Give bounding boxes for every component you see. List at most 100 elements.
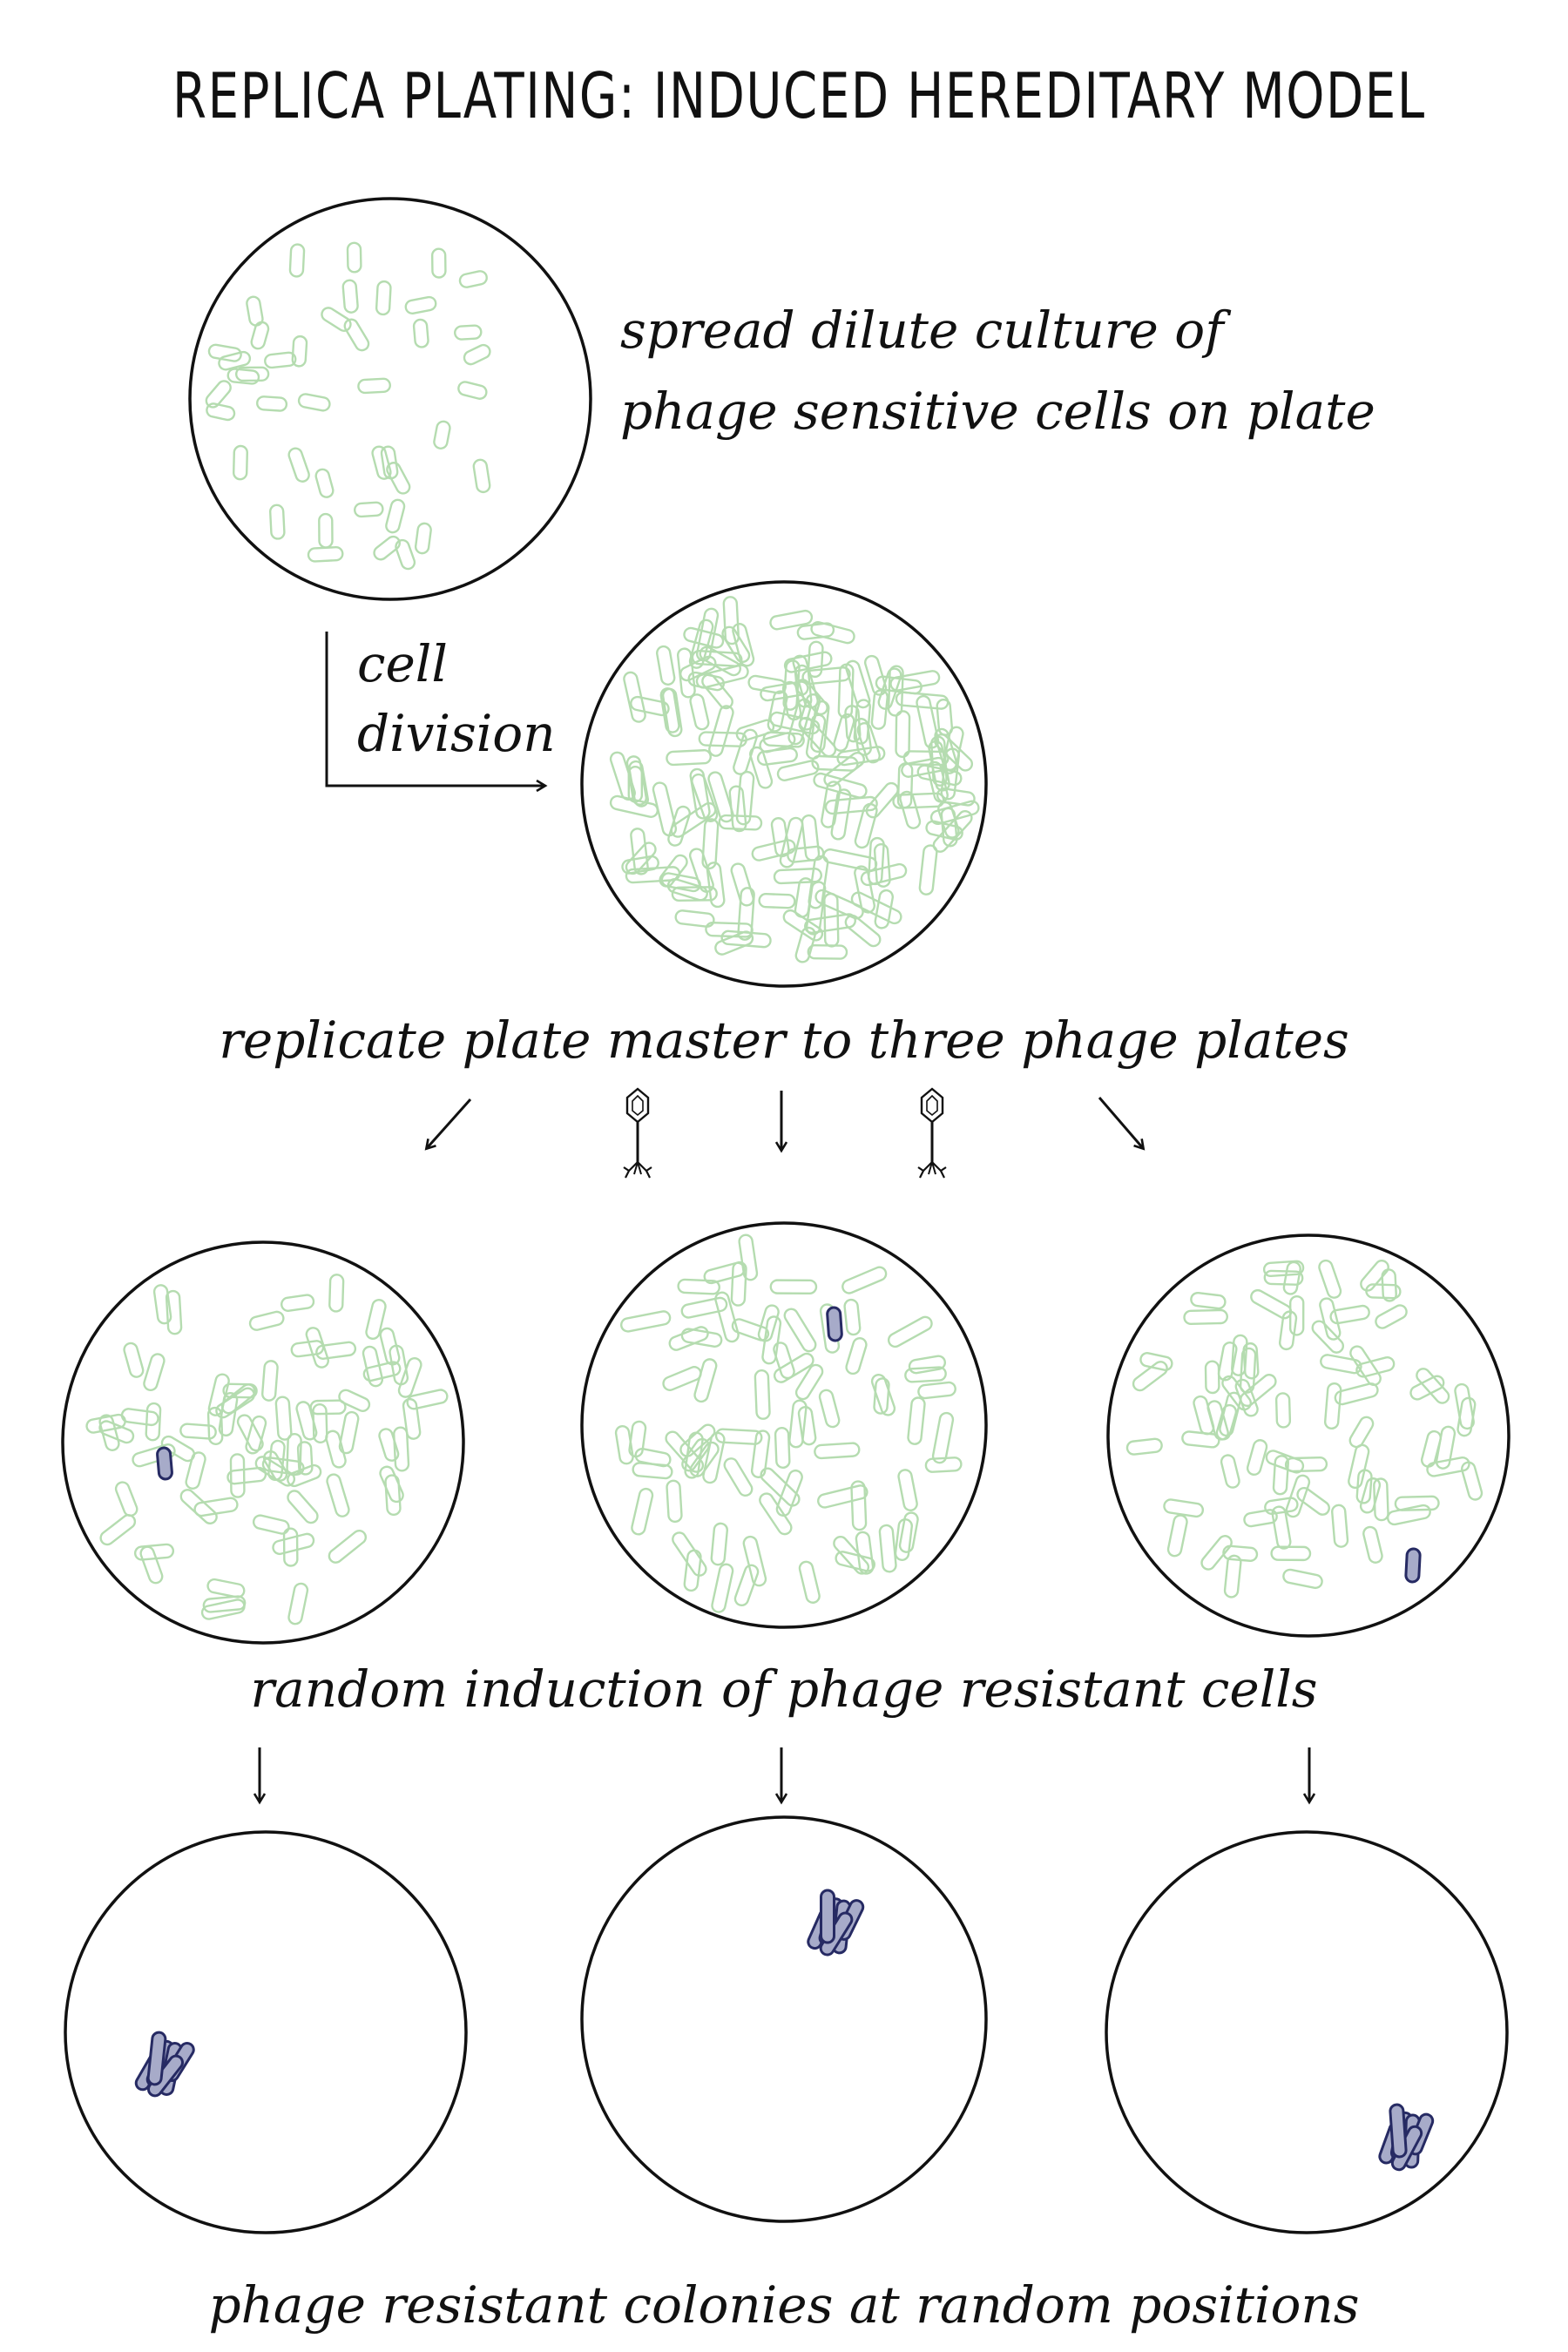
sensitive-cell: [1409, 1375, 1445, 1401]
sensitive-cell: [760, 1467, 801, 1507]
sensitive-cell: [757, 1304, 780, 1342]
sensitive-cell: [908, 1355, 947, 1375]
sensitive-cell: [818, 1389, 841, 1429]
sensitive-cell: [179, 1423, 217, 1440]
sensitive-cell: [807, 640, 824, 679]
sensitive-cell: [1190, 1291, 1227, 1310]
sensitive-cell: [1265, 1450, 1305, 1474]
sensitive-cell: [1454, 1382, 1475, 1430]
sensitive-cell: [1231, 1334, 1248, 1376]
sensitive-cell: [767, 690, 788, 733]
sensitive-cell: [389, 1344, 409, 1386]
sensitive-cell: [404, 295, 437, 314]
sensitive-cell: [280, 1294, 315, 1312]
sensitive-cell: [895, 691, 950, 710]
sensitive-cell: [218, 1392, 239, 1436]
sensitive-cell: [412, 318, 429, 348]
sensitive-cell: [762, 731, 805, 748]
sensitive-cell: [1215, 1403, 1238, 1441]
sensitive-cell: [691, 773, 719, 823]
sensitive-cell: [674, 909, 715, 928]
sensitive-cell: [833, 1536, 870, 1575]
sensitive-cell: [346, 241, 362, 274]
sensitive-cell: [723, 1457, 754, 1497]
sensitive-cell: [1219, 1391, 1242, 1437]
sensitive-cell: [730, 1260, 747, 1307]
sensitive-cell: [666, 877, 708, 902]
sensitive-cell: [1221, 1375, 1252, 1411]
sensitive-cell: [787, 698, 812, 746]
sensitive-cell: [683, 1549, 702, 1592]
sensitive-cell: [747, 674, 787, 694]
sensitive-cell: [463, 343, 491, 366]
sensitive-cell: [202, 1595, 247, 1613]
sensitive-cell: [625, 841, 657, 875]
resistant-cell: [1404, 1547, 1422, 1584]
sensitive-cell: [287, 1582, 309, 1625]
sensitive-cell: [853, 699, 871, 745]
sensitive-cell: [680, 1328, 723, 1348]
sensitive-cell: [706, 862, 726, 909]
sensitive-cell: [868, 836, 885, 886]
sensitive-cell: [699, 645, 741, 677]
sensitive-cell: [821, 781, 841, 828]
sensitive-cell: [256, 395, 288, 412]
sensitive-cell: [898, 1511, 919, 1553]
sensitive-cell: [1270, 1545, 1312, 1562]
sensitive-cell: [120, 1408, 159, 1427]
sensitive-cell: [805, 881, 827, 936]
sensitive-cell: [735, 770, 755, 826]
sensitive-cell: [728, 785, 747, 833]
sensitive-cell: [1319, 1297, 1342, 1341]
sensitive-cell: [801, 666, 851, 686]
sensitive-cell: [1362, 1525, 1383, 1564]
sensitive-cell: [321, 307, 352, 332]
sensitive-cell: [811, 754, 859, 772]
sensitive-cell: [679, 1423, 716, 1457]
sensitive-cell: [689, 1441, 720, 1477]
sensitive-cell: [123, 1342, 145, 1378]
sensitive-cell: [775, 1469, 803, 1517]
sensitive-cell: [671, 886, 718, 902]
sensitive-cell: [850, 1480, 868, 1531]
sensitive-cell: [769, 1279, 818, 1294]
sensitive-cell: [414, 522, 432, 555]
sensitive-cell: [314, 468, 335, 498]
colony-plate-left: [64, 1830, 468, 2234]
sensitive-cell: [307, 545, 344, 563]
sensitive-cell: [268, 504, 286, 540]
sensitive-cell: [693, 1358, 718, 1403]
sensitive-cell: [875, 675, 923, 695]
sensitive-cell: [814, 889, 864, 920]
colony-plate-right: [1105, 1830, 1509, 2234]
sensitive-cell: [145, 1402, 162, 1442]
sensitive-cell: [282, 1527, 299, 1567]
sensitive-cell: [1250, 1288, 1293, 1320]
sensitive-cell: [754, 1369, 771, 1420]
sensitive-cell: [907, 1396, 926, 1445]
sensitive-cell: [132, 1443, 176, 1468]
sensitive-cell: [1394, 1495, 1440, 1511]
bacteriophage-icon: [916, 1087, 948, 1179]
sensitive-cell: [931, 1411, 955, 1464]
sensitive-cell: [297, 393, 331, 412]
cell-division-arrow: [325, 632, 544, 786]
sensitive-cell: [1373, 1477, 1389, 1522]
sensitive-cell: [660, 872, 701, 893]
sensitive-cell: [656, 645, 676, 686]
sensitive-cell: [630, 828, 649, 875]
sensitive-cell: [810, 621, 855, 645]
sensitive-cell: [874, 889, 895, 929]
sensitive-cell: [836, 746, 886, 767]
sensitive-cell: [1223, 1554, 1242, 1598]
sensitive-cell: [254, 1456, 296, 1487]
initial-plate: [188, 197, 592, 601]
sensitive-cell: [730, 862, 754, 907]
arrow-down-left: [427, 1098, 472, 1148]
sensitive-cell: [179, 1489, 218, 1524]
sensitive-cell: [621, 855, 659, 875]
sensitive-cell: [185, 1451, 206, 1490]
sensitive-cell: [1318, 1259, 1342, 1299]
resistant-cell: [156, 1446, 173, 1481]
sensitive-cell: [261, 1456, 305, 1476]
